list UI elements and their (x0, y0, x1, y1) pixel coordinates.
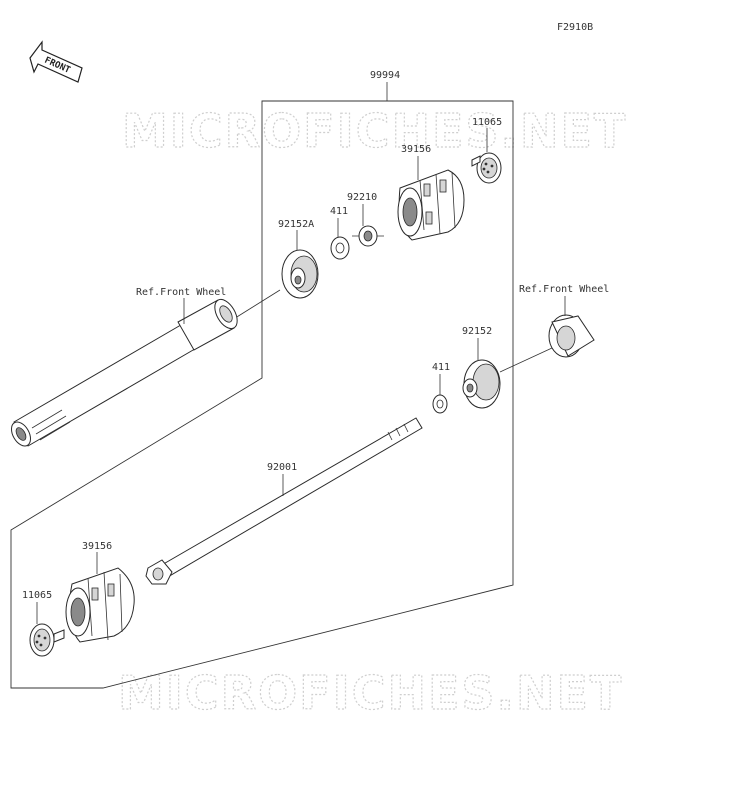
nut-upper-part (352, 225, 384, 247)
watermark-top: MICROFICHES.NET (122, 104, 627, 158)
label-slider-lower: 39156 (82, 541, 112, 552)
label-slider-upper: 39156 (401, 144, 431, 155)
watermark-bottom: MICROFICHES.NET (118, 666, 623, 720)
label-ref-left: Ref.Front Wheel (136, 287, 226, 298)
washer-upper-part (330, 236, 350, 260)
label-washer-lower: 411 (432, 362, 450, 373)
axis-lower (499, 347, 553, 373)
axle-ref-part (11, 298, 238, 447)
label-assembly: 99994 (370, 70, 400, 81)
label-collar-upper: 92152A (278, 219, 314, 230)
collar-upper-part (281, 249, 319, 299)
label-cap-lower: 11065 (22, 590, 52, 601)
front-arrow-icon: FRONT (29, 40, 83, 83)
cap-lower-part (29, 623, 65, 657)
bolt-part (145, 417, 423, 585)
slider-lower-part (65, 567, 135, 643)
label-cap-upper: 11065 (472, 117, 502, 128)
axis-upper (231, 289, 281, 321)
collar-lower-part (462, 359, 501, 409)
figure-code: F2910B (557, 22, 593, 33)
label-ref-right: Ref.Front Wheel (519, 284, 609, 295)
label-bolt: 92001 (267, 462, 297, 473)
label-nut-upper: 92210 (347, 192, 377, 203)
washer-lower-part (432, 394, 448, 414)
label-washer-upper: 411 (330, 206, 348, 217)
wheel-collar-ref-part (548, 314, 595, 358)
cap-upper-part (471, 152, 502, 184)
slider-upper-part (397, 169, 465, 241)
assembly-frame (10, 100, 514, 689)
label-collar-lower: 92152 (462, 326, 492, 337)
